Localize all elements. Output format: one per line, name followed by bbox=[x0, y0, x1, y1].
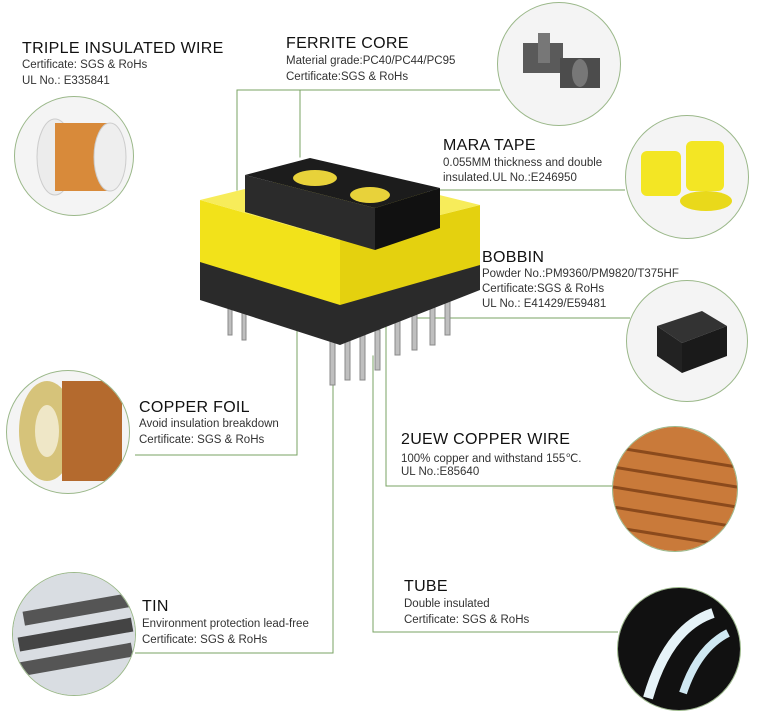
bobbin-line-2: Certificate:SGS & RoHs bbox=[482, 283, 605, 295]
leader-triple-insulated-wire bbox=[236, 89, 500, 193]
ferrite-core-side bbox=[375, 188, 440, 250]
bobbin-image bbox=[626, 280, 748, 402]
tube-line-1: Double insulated bbox=[404, 598, 490, 610]
leader-tin bbox=[135, 378, 334, 654]
solder-bars-icon bbox=[13, 573, 135, 695]
winding-window-1 bbox=[293, 170, 337, 186]
tin-title: TIN bbox=[142, 598, 169, 615]
copper-foil-line-2: Certificate: SGS & RoHs bbox=[139, 434, 265, 446]
bobbin-line-1: Powder No.:PM9360/PM9820/T375HF bbox=[482, 268, 679, 280]
winding-window-2 bbox=[350, 187, 390, 203]
tube-title: TUBE bbox=[404, 578, 448, 595]
triple-insulated-wire-title: TRIPLE INSULATED WIRE bbox=[22, 40, 224, 57]
ferrite-core-front bbox=[245, 175, 375, 250]
mara-tape-line-1: 0.055MM thickness and double bbox=[443, 157, 603, 169]
tube-icon bbox=[618, 588, 740, 710]
bobbin-title: BOBBIN bbox=[482, 249, 545, 266]
tin-line-2: Certificate: SGS & RoHs bbox=[142, 634, 268, 646]
copper-foil-image bbox=[6, 370, 130, 494]
triple-insulated-wire-image bbox=[14, 96, 134, 216]
2uew-copper-wire-title: 2UEW COPPER WIRE bbox=[401, 431, 571, 448]
yellow-tape-side bbox=[340, 205, 480, 305]
yellow-tape-front bbox=[200, 200, 340, 305]
transformer-image bbox=[200, 158, 480, 386]
2uew-copper-wire-line-1: 100% copper and withstand 155℃. bbox=[401, 453, 582, 465]
bobbin-line-3: UL No.: E41429/E59481 bbox=[482, 298, 607, 310]
copper-coil-icon bbox=[613, 427, 737, 551]
triple-insulated-wire-line-2: UL No.: E335841 bbox=[22, 75, 110, 87]
copper-wire-image bbox=[612, 426, 738, 552]
tube-image bbox=[617, 587, 741, 711]
bobbin-part-icon bbox=[657, 311, 727, 373]
tin-image bbox=[12, 572, 136, 696]
tube-line-2: Certificate: SGS & RoHs bbox=[404, 614, 530, 626]
transformer-pins bbox=[227, 294, 451, 386]
ferrite-core-top bbox=[245, 158, 440, 208]
copper-foil-line-1: Avoid insulation breakdown bbox=[139, 418, 279, 430]
2uew-copper-wire-line-2: UL No.:E85640 bbox=[401, 466, 480, 478]
leader-tube bbox=[372, 353, 618, 633]
copper-foil-roll-icon bbox=[19, 381, 122, 481]
ferrite-core-line-1: Material grade:PC40/PC44/PC95 bbox=[286, 55, 456, 67]
copper-foil-title: COPPER FOIL bbox=[139, 399, 250, 416]
triple-insulated-wire-line-1: Certificate: SGS & RoHs bbox=[22, 59, 148, 71]
ferrite-core-title: FERRITE CORE bbox=[286, 35, 409, 52]
wire-spool-icon bbox=[36, 118, 127, 196]
ferrite-core-image bbox=[497, 2, 621, 126]
mara-tape-image bbox=[625, 115, 749, 239]
tin-line-1: Environment protection lead-free bbox=[142, 618, 309, 630]
mara-tape-line-2: insulated.UL No.:E246950 bbox=[443, 172, 577, 184]
tape-rolls-icon bbox=[641, 141, 732, 211]
ferrite-core-pieces-icon bbox=[523, 33, 600, 88]
ferrite-core-line-2: Certificate:SGS & RoHs bbox=[286, 71, 409, 83]
mara-tape-title: MARA TAPE bbox=[443, 137, 536, 154]
